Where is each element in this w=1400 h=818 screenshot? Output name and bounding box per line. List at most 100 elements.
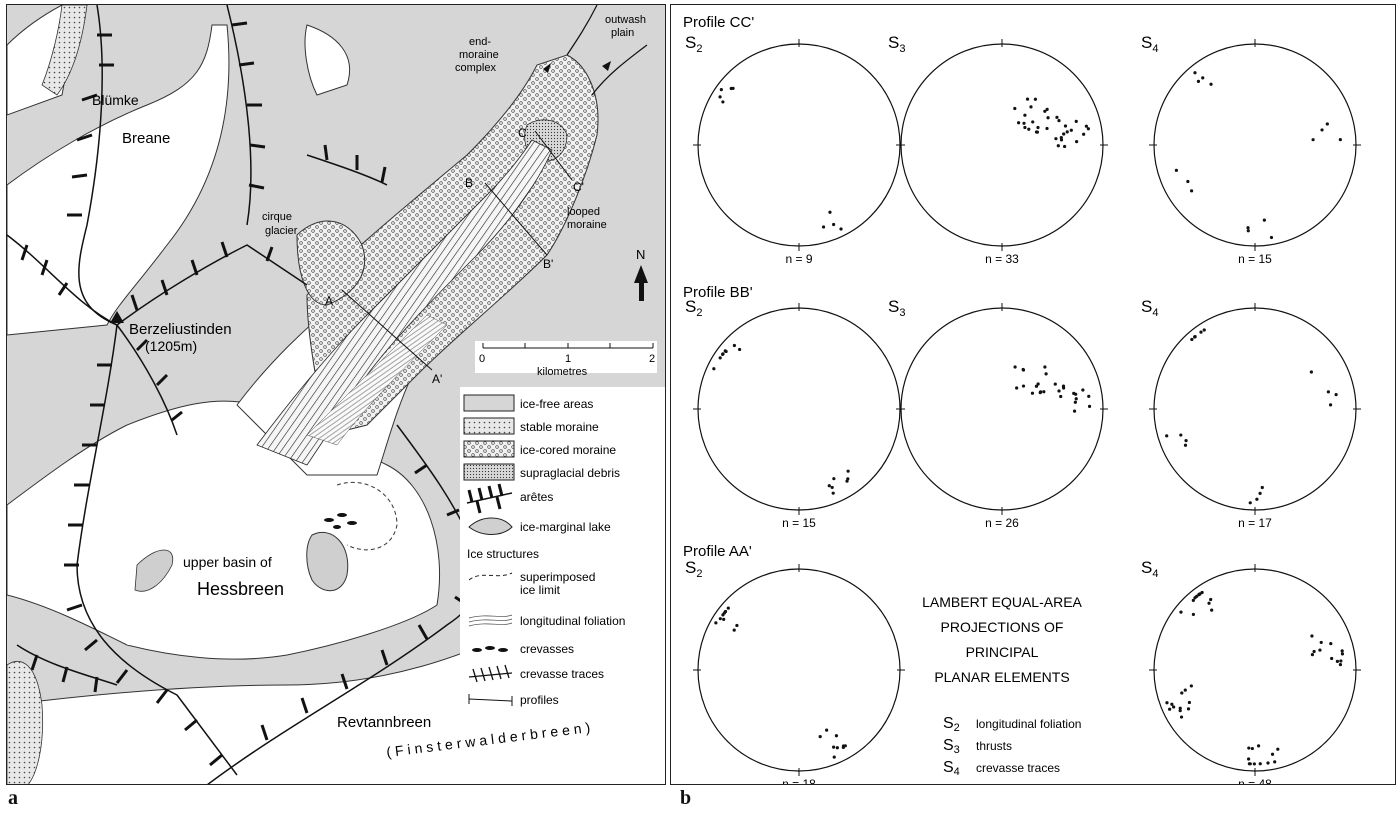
pole-point xyxy=(1179,715,1184,719)
stereonet: S4n = 48 xyxy=(1141,558,1361,785)
pole-point xyxy=(1174,168,1178,172)
pole-point xyxy=(1062,386,1066,390)
legend-label: crevasses xyxy=(520,642,574,656)
pole-point xyxy=(1310,634,1314,638)
dashed-line-symbol xyxy=(468,572,513,581)
legend-label: supraglacial debris xyxy=(520,466,620,480)
pole-point xyxy=(1015,386,1019,390)
pole-point xyxy=(1170,702,1174,706)
pole-point xyxy=(1330,656,1334,661)
pole-point xyxy=(1190,337,1194,342)
net-count: n = 18 xyxy=(782,777,816,785)
pole-point xyxy=(1193,71,1197,75)
profile-label-b-prime: B' xyxy=(543,257,553,271)
pole-point xyxy=(1270,752,1275,756)
stereonet: S2n = 9 xyxy=(685,33,905,266)
stable-moraine-left xyxy=(7,661,43,784)
place-label-elevation: (1205m) xyxy=(145,338,197,354)
net-circle xyxy=(1153,43,1357,247)
pole-point xyxy=(845,479,849,483)
pole-point xyxy=(721,100,725,104)
pole-point xyxy=(1312,649,1316,654)
pole-point xyxy=(1318,648,1322,652)
profile-line-symbol xyxy=(468,694,513,706)
scale-tick-0: 0 xyxy=(479,353,485,365)
net-circle xyxy=(697,568,901,772)
net-count: n = 9 xyxy=(785,252,812,266)
place-label-blumke: Blümke xyxy=(92,92,139,108)
pole-point xyxy=(828,210,832,214)
pole-point xyxy=(1325,122,1329,126)
pole-point xyxy=(724,349,728,354)
stereonet: S4n = 17 xyxy=(1141,297,1361,530)
pole-point xyxy=(1063,144,1067,149)
pole-point xyxy=(1013,106,1017,111)
pole-point xyxy=(1065,130,1069,134)
stereonet: S2n = 15 xyxy=(685,297,905,530)
pole-point xyxy=(1172,705,1176,709)
stable-moraine-swatch xyxy=(463,417,515,435)
pole-point xyxy=(1189,189,1194,193)
summit-triangle-icon xyxy=(110,311,124,323)
profile-label-c-prime: C' xyxy=(573,180,584,194)
net-count: n = 48 xyxy=(1238,777,1272,785)
stereonet: S3n = 33 xyxy=(888,33,1108,266)
net-count: n = 17 xyxy=(1238,516,1272,530)
pole-point xyxy=(1179,610,1183,614)
pole-point xyxy=(1247,762,1251,766)
outwash-stream-1 xyxy=(566,5,598,56)
pole-point xyxy=(1178,706,1182,710)
pole-point xyxy=(825,728,829,732)
pole-point xyxy=(1310,653,1314,657)
pole-point xyxy=(1184,439,1188,443)
pole-point xyxy=(1036,382,1040,386)
pole-point xyxy=(1338,663,1343,667)
pole-point xyxy=(830,485,834,490)
key-symbol: S4 xyxy=(943,759,960,778)
pole-point xyxy=(1273,760,1277,764)
pole-point xyxy=(1335,659,1340,663)
pole-point xyxy=(1084,124,1088,128)
pole-point xyxy=(1202,328,1206,332)
pole-point xyxy=(1168,707,1172,711)
pole-point xyxy=(1082,132,1086,136)
pole-point xyxy=(1189,684,1193,688)
place-label-berzeliustinden: Berzeliustinden xyxy=(129,321,232,338)
pole-point xyxy=(1193,335,1197,339)
crevasse-trace-symbol xyxy=(468,664,513,683)
pole-point xyxy=(1266,761,1270,765)
caption-line: PROJECTIONS OF xyxy=(941,619,1064,635)
legend-structures-heading: Ice structures xyxy=(467,547,539,561)
projection-caption: LAMBERT EQUAL-AREA PROJECTIONS OF PRINCI… xyxy=(922,594,1082,685)
ice-cored-moraine-swatch xyxy=(463,440,515,458)
key-symbol: S2 xyxy=(943,715,960,734)
pole-point xyxy=(831,491,835,495)
profile-label-a: A xyxy=(325,294,333,308)
pole-point xyxy=(1035,130,1040,134)
pole-point xyxy=(732,628,736,632)
pole-point xyxy=(846,469,850,473)
pole-point xyxy=(1276,747,1280,751)
place-label-hessbreen: Hessbreen xyxy=(197,579,284,599)
pole-point xyxy=(1320,128,1324,132)
pole-point xyxy=(1043,365,1047,369)
pole-point xyxy=(1198,592,1202,596)
pole-point xyxy=(1258,762,1262,766)
pole-point xyxy=(1269,235,1274,240)
pole-point xyxy=(1247,746,1251,750)
pole-point xyxy=(718,617,722,621)
key-meaning: longitudinal foliation xyxy=(976,717,1081,731)
map-legend: ice-free areas stable moraine ice-cored … xyxy=(460,387,665,712)
north-label: N xyxy=(636,247,645,262)
pole-point xyxy=(1087,394,1091,398)
pole-point xyxy=(726,606,730,610)
pole-point xyxy=(843,744,847,748)
pole-point xyxy=(1329,642,1333,646)
net-circle xyxy=(697,43,901,247)
cirque-moraine xyxy=(296,220,366,306)
pole-point xyxy=(1187,700,1192,705)
pole-point xyxy=(1207,601,1211,605)
